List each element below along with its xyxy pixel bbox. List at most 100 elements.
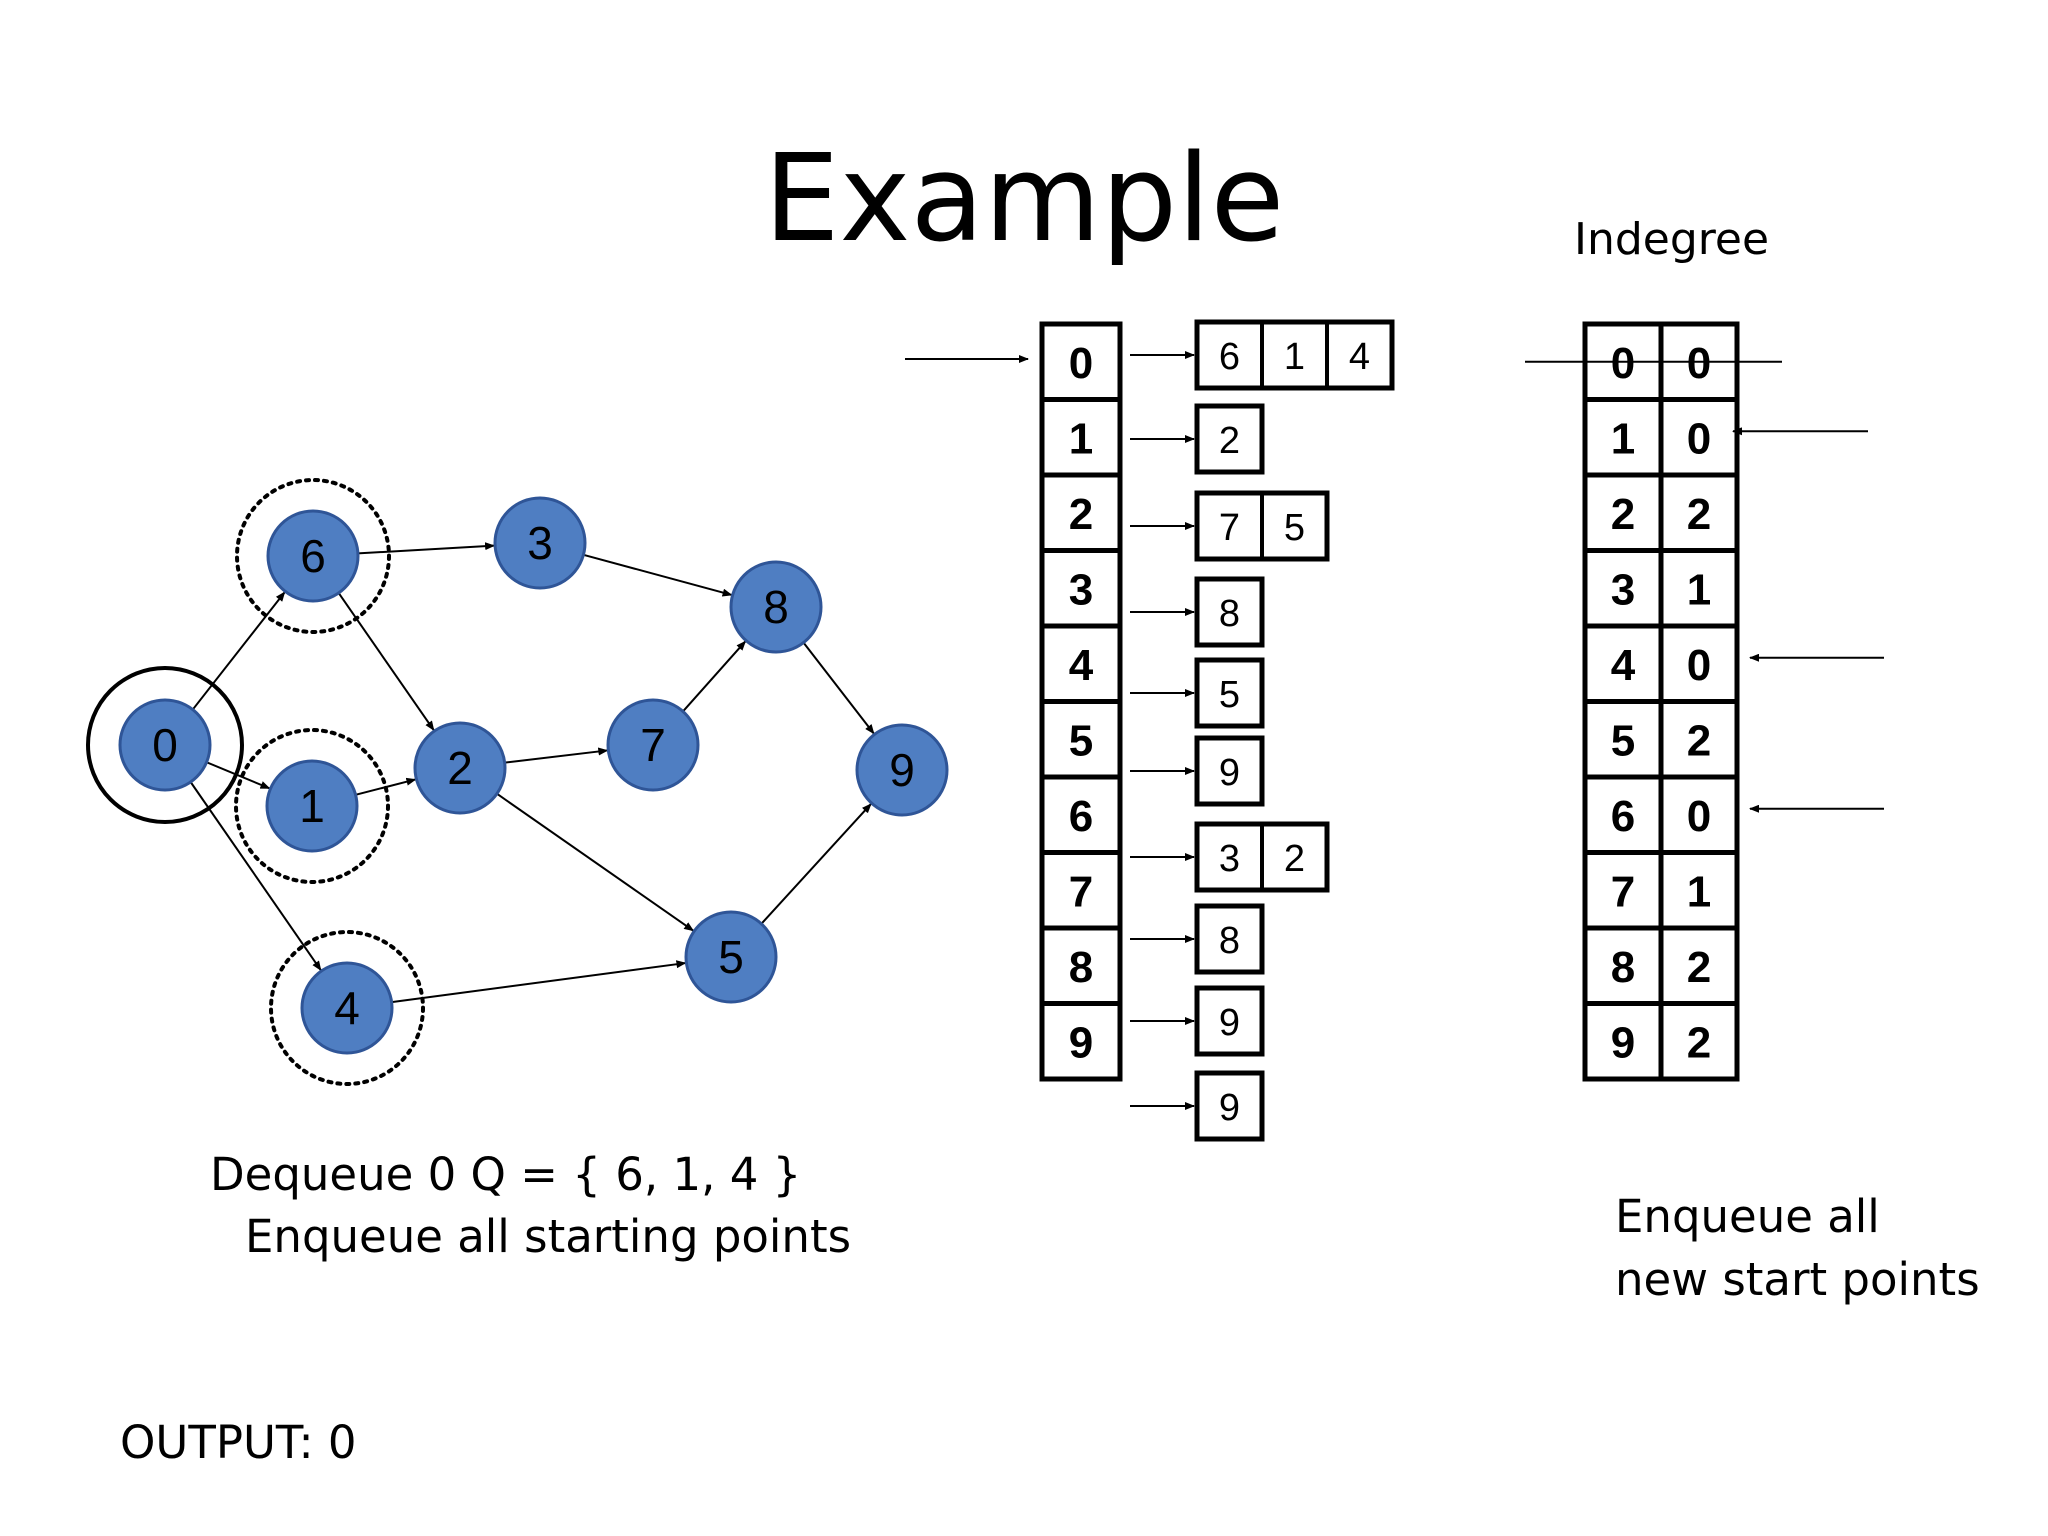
output-caption: OUTPUT: 0	[120, 1416, 357, 1469]
indegree-index-4: 4	[1611, 641, 1636, 690]
adjacency-entry-6-0: 3	[1219, 838, 1240, 880]
node-7	[606, 698, 700, 792]
edge-4-5	[391, 960, 687, 1004]
indegree-value-8: 2	[1687, 943, 1711, 992]
adjacency-entry-3-0: 8	[1219, 593, 1240, 635]
adjacency-entry-1-0: 2	[1219, 420, 1240, 462]
node-label-5: 5	[718, 931, 744, 983]
node-label-1: 1	[299, 780, 325, 832]
node-label-7: 7	[640, 719, 666, 771]
indegree-value-4: 0	[1687, 641, 1711, 690]
node-6	[266, 509, 360, 603]
edge-2-5	[496, 792, 695, 932]
indegree-table: 0 0 1 0 2 2 3 1 4 0 5 2 6 0 7 1 8 2 9 2	[1525, 321, 1884, 1082]
indegree-value-6: 0	[1687, 792, 1711, 841]
graph-rings	[86, 478, 425, 1086]
adjacency-entry-4-0: 5	[1219, 674, 1240, 716]
indegree-index-8: 8	[1611, 943, 1635, 992]
processed-ring-0	[86, 666, 244, 824]
adjacency-index-0: 0	[1069, 339, 1093, 388]
node-0	[118, 698, 212, 792]
node-2	[413, 721, 507, 815]
indegree-index-1: 1	[1611, 414, 1635, 463]
edge-0-1	[206, 761, 271, 790]
adjacency-index-7: 7	[1069, 867, 1093, 916]
adjacency-list-7	[1194, 903, 1265, 975]
edge-6-3	[357, 542, 496, 555]
node-label-8: 8	[763, 581, 789, 633]
indegree-index-5: 5	[1611, 716, 1635, 765]
queued-ring-4	[269, 930, 425, 1086]
adjacency-entry-6-1: 2	[1284, 838, 1305, 880]
node-label-4: 4	[334, 982, 360, 1034]
adjacency-index-6: 6	[1069, 792, 1093, 841]
indegree-value-3: 1	[1687, 565, 1711, 614]
adjacency-table: 0 6 1 4 1 2 2 7 5 3 8 4 5 5 9 6 3 2 7 8 8 9 9 9	[905, 319, 1395, 1142]
node-4	[300, 961, 394, 1055]
adjacency-index-4: 4	[1069, 641, 1094, 690]
adjacency-list-9	[1194, 1070, 1265, 1142]
edge-6-2	[337, 592, 435, 732]
node-label-3: 3	[527, 517, 553, 569]
adjacency-entry-8-0: 9	[1219, 1002, 1240, 1044]
indegree-value-5: 2	[1687, 716, 1711, 765]
slide-title: Example	[763, 130, 1285, 269]
enqueue-new-caption-line-1: Enqueue all	[1615, 1190, 1880, 1243]
enqueue-new-caption-line-2: new start points	[1615, 1253, 1980, 1306]
indegree-header: Indegree	[1574, 214, 1770, 265]
graph-edges	[189, 542, 875, 1004]
adjacency-list-4	[1194, 657, 1265, 729]
adjacency-list-1	[1194, 403, 1265, 475]
adjacency-index-1: 1	[1069, 414, 1093, 463]
adjacency-entry-2-0: 7	[1219, 507, 1240, 549]
dequeue-caption: Dequeue 0 Q = { 6, 1, 4 }	[210, 1148, 802, 1201]
node-label-6: 6	[300, 530, 326, 582]
indegree-index-0: 0	[1611, 339, 1635, 388]
adjacency-entry-0-1: 1	[1284, 336, 1305, 378]
adjacency-index-3: 3	[1069, 565, 1093, 614]
queued-ring-6	[235, 478, 391, 634]
indegree-index-9: 9	[1611, 1018, 1635, 1067]
indegree-index-2: 2	[1611, 490, 1635, 539]
edge-0-6	[191, 591, 286, 711]
edge-7-8	[682, 640, 747, 713]
adjacency-index-2: 2	[1069, 490, 1093, 539]
queued-ring-1	[234, 728, 390, 884]
indegree-value-9: 2	[1687, 1018, 1711, 1067]
edge-5-9	[760, 803, 872, 925]
indegree-value-2: 2	[1687, 490, 1711, 539]
node-3	[493, 496, 587, 590]
adjacency-index-5: 5	[1069, 716, 1093, 765]
node-8	[729, 560, 823, 654]
edge-0-4	[189, 781, 322, 971]
adjacency-index-9: 9	[1069, 1018, 1093, 1067]
adjacency-entry-2-1: 5	[1284, 507, 1305, 549]
indegree-index-3: 3	[1611, 565, 1635, 614]
node-label-9: 9	[889, 744, 915, 796]
adjacency-entry-0-2: 4	[1349, 336, 1370, 378]
node-1	[265, 759, 359, 853]
adjacency-entry-0-0: 6	[1219, 336, 1240, 378]
indegree-value-0: 0	[1687, 339, 1711, 388]
adjacency-list-5	[1194, 735, 1265, 807]
indegree-index-6: 6	[1611, 792, 1635, 841]
adjacency-entry-5-0: 9	[1219, 752, 1240, 794]
edge-3-8	[583, 553, 733, 597]
adjacency-entry-9-0: 9	[1219, 1087, 1240, 1129]
edge-2-7	[504, 747, 609, 764]
node-5	[684, 910, 778, 1004]
adjacency-list-0	[1194, 319, 1395, 391]
adjacency-list-8	[1194, 985, 1265, 1057]
adjacency-index-8: 8	[1069, 943, 1093, 992]
edge-8-9	[802, 641, 875, 735]
adjacency-entry-7-0: 8	[1219, 920, 1240, 962]
indegree-value-1: 0	[1687, 414, 1711, 463]
adjacency-list-3	[1194, 576, 1265, 648]
indegree-value-7: 1	[1687, 867, 1711, 916]
node-9	[855, 723, 949, 817]
enqueue-starting-caption: Enqueue all starting points	[245, 1210, 852, 1263]
node-label-2: 2	[447, 742, 473, 794]
indegree-index-7: 7	[1611, 867, 1635, 916]
